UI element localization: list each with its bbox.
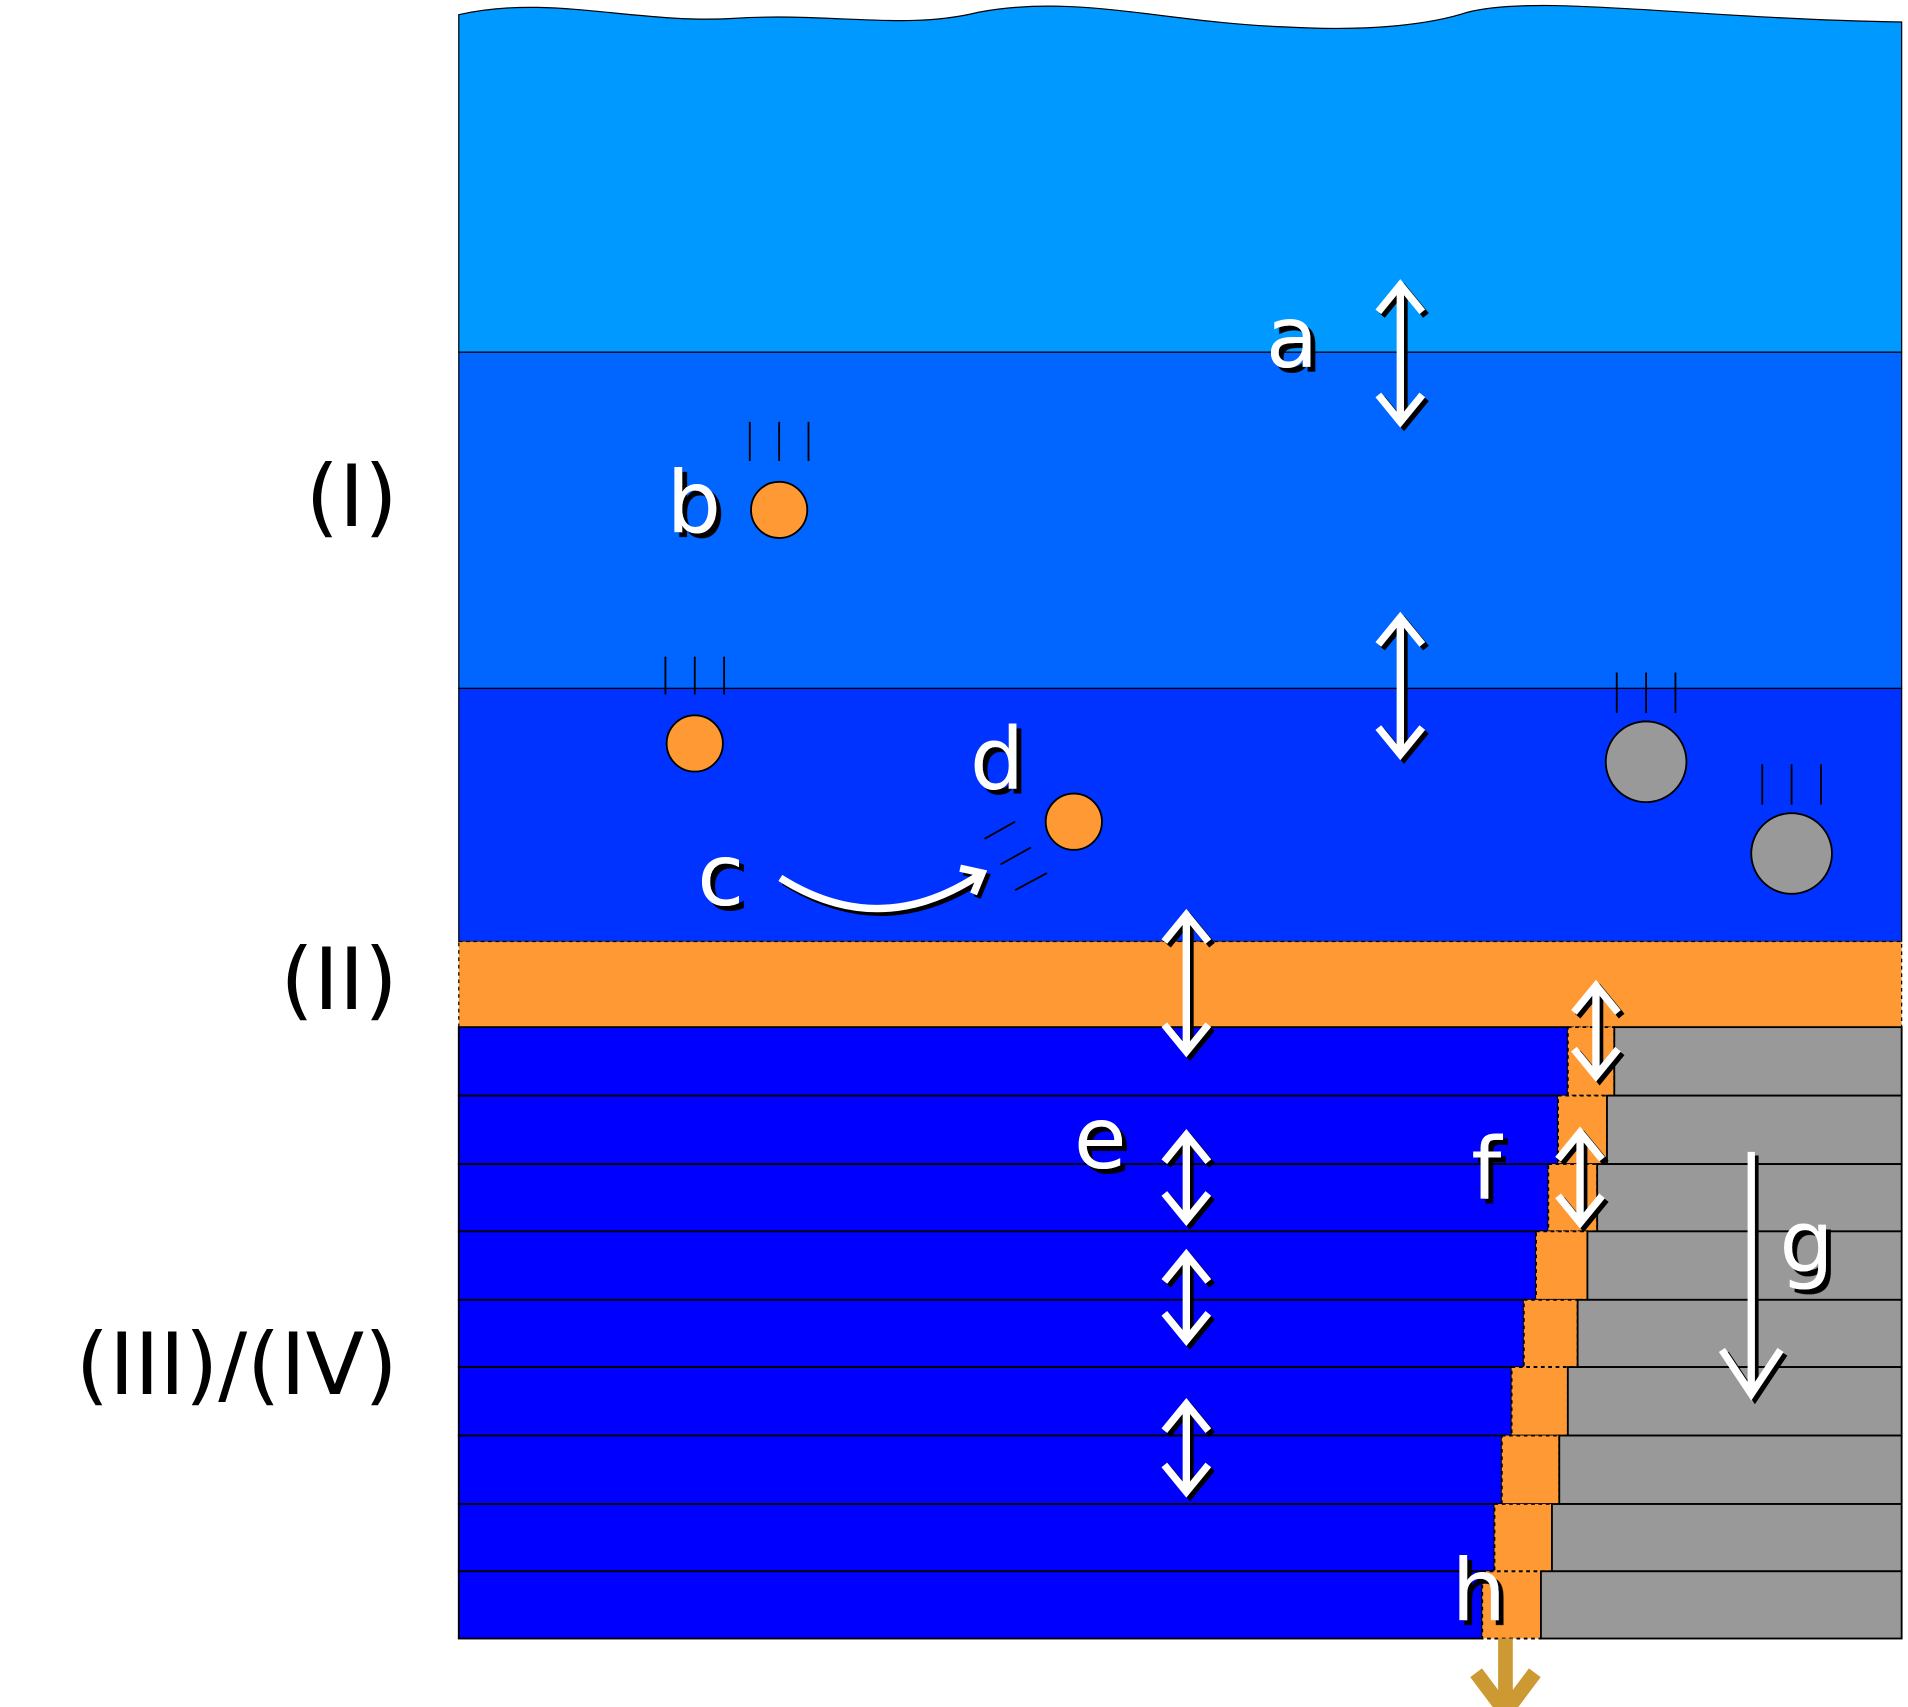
gray-layer-segment: [1540, 1570, 1903, 1640]
gray-particle: [1750, 812, 1833, 895]
gray-particle: [1604, 720, 1688, 804]
deep-layer: [457, 1163, 1550, 1233]
orange-particle: [750, 480, 809, 539]
label-g: g: [1779, 1194, 1833, 1293]
layer-middle: [458, 351, 1903, 690]
gray-layer-segment: [1586, 1230, 1903, 1301]
double-arrow-icon: [1161, 1248, 1212, 1346]
orange-layer-segment: [1535, 1230, 1589, 1301]
double-arrow-icon: [1161, 908, 1212, 1058]
gray-layer-segment: [1576, 1298, 1903, 1368]
deep-layer: [457, 1230, 1537, 1301]
double-arrow-icon: [1555, 1126, 1605, 1229]
arrows: [1161, 279, 1788, 1502]
deep-layer: [457, 1434, 1503, 1505]
layer-orange: [458, 940, 1903, 1028]
orange-particle: [665, 714, 724, 773]
deep-layer: [457, 1026, 1569, 1097]
curved-arrow-c: [778, 864, 988, 913]
deep-layer: [457, 1366, 1513, 1437]
orange-layer-segment: [1481, 1570, 1542, 1640]
particles: [664, 421, 1833, 895]
deep-layer: [457, 1570, 1484, 1640]
label-a: a: [1266, 289, 1318, 388]
burial-arrow-h: [1470, 1638, 1541, 1707]
deep-layers: [457, 1026, 1903, 1640]
gray-layer-segment: [1566, 1366, 1903, 1437]
double-arrow-icon: [1161, 1128, 1212, 1227]
zone-label-II: (II): [280, 931, 397, 1030]
label-f: f: [1471, 1120, 1503, 1219]
gray-layer-segment: [1558, 1434, 1903, 1505]
double-arrow-icon: [1571, 979, 1621, 1082]
label-c: c: [697, 827, 744, 926]
orange-layer-segment: [1510, 1366, 1569, 1437]
orange-layer-segment: [1500, 1434, 1561, 1505]
deep-layer: [457, 1094, 1559, 1166]
label-d: d: [970, 711, 1024, 810]
gray-layer-segment: [1551, 1503, 1903, 1573]
label-h: h: [1452, 1542, 1506, 1641]
label-e: e: [1074, 1090, 1127, 1189]
letter-labels: a b c d e f g h: [667, 289, 1834, 1641]
gray-layer-segment: [1613, 1026, 1903, 1097]
down-arrow-g: [1718, 1151, 1784, 1401]
orange-layer-segment: [1522, 1298, 1579, 1368]
zone-label-III-IV: (III)/(IV): [76, 1316, 398, 1415]
deep-layer: [457, 1503, 1496, 1573]
double-arrow-icon: [1375, 279, 1426, 428]
double-arrow-icon: [1161, 1397, 1212, 1498]
layer-surface: [458, 4, 1903, 353]
deep-layer: [457, 1298, 1525, 1368]
label-b: b: [667, 454, 721, 553]
double-arrow-icon: [1375, 611, 1426, 761]
zone-label-I: (I): [306, 448, 398, 547]
orange-particle: [1044, 792, 1103, 851]
